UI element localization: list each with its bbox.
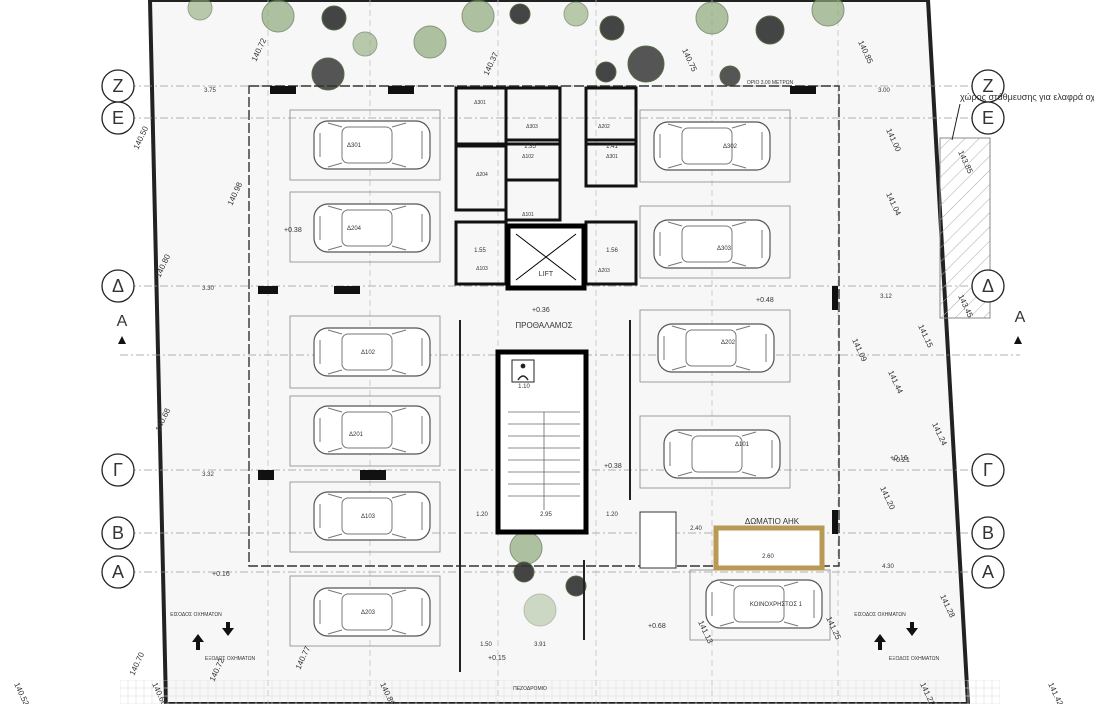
accessible-sign	[511, 359, 535, 383]
grid-label-b-left: Β	[112, 523, 124, 543]
grid-label-z-right: Ζ	[983, 76, 994, 96]
dimension-label: 1.55	[474, 248, 486, 254]
section-mark-right: Α	[1015, 309, 1026, 326]
trees	[187, 0, 845, 627]
columns	[258, 86, 838, 534]
storage-label: Δ301	[606, 154, 618, 160]
dimension-label: 4.30	[882, 564, 894, 570]
grid-label-delta-right: Δ	[982, 276, 994, 296]
stair-core	[495, 349, 589, 535]
dimension-label: 3.12	[880, 294, 892, 300]
dimension-label: 1.20	[476, 512, 488, 518]
grid-label-b-right: Β	[982, 523, 994, 543]
grid-label-z-left: Ζ	[113, 76, 124, 96]
level-label: +0.38	[604, 463, 622, 470]
dimension-label: 3.00	[878, 88, 890, 94]
section-mark-left: Α	[117, 313, 128, 330]
storage-label: Δ103	[476, 266, 488, 272]
parking-label: ΚΟΙΝΟΧΡΗΣΤΟΣ 1	[750, 602, 803, 608]
storage-label: Δ102	[522, 154, 534, 160]
parking-label: Δ101	[735, 442, 750, 448]
parking-label: Δ103	[361, 514, 376, 520]
building-outline	[248, 85, 840, 567]
entrance-label: ΕΙΣΟΔΟΣ ΟΧΗΜΑΤΩΝ	[854, 612, 906, 618]
pavement-label: ΠΕΖΟΔΡΟΜΙΟ	[513, 686, 547, 692]
corridor-walls	[459, 320, 631, 672]
boundary-label: ΟΡΙΟ 3.00 ΜΕΤΡΩΝ	[747, 80, 794, 86]
dimension-label: 2.60	[762, 554, 774, 560]
parking-note: χώρος στάθμευσης για ελαφρά οχήματα	[960, 92, 1094, 102]
room-label-lift: LIFT	[539, 271, 554, 278]
level-label: +0.15	[488, 655, 506, 662]
level-label: +0.38	[284, 227, 302, 234]
dimension-label: 1.35	[524, 144, 536, 150]
entrance-label: ΕΞΟΔΟΣ ΟΧΗΜΑΤΩΝ	[889, 656, 940, 662]
elevation-label: 140.50	[132, 124, 151, 150]
dimension-label: 2.95	[540, 512, 552, 518]
entrance-label: ΕΙΣΟΔΟΣ ΟΧΗΜΑΤΩΝ	[170, 612, 222, 618]
level-label: +0.48	[756, 297, 774, 304]
pavement	[120, 680, 1000, 704]
parking-label: Δ202	[721, 340, 736, 346]
level-label: +0.36	[532, 307, 550, 314]
level-label: +0.21	[892, 457, 910, 464]
dimension-label: 3.75	[204, 88, 216, 94]
dimension-label: 1.20	[606, 512, 618, 518]
grid-label-e-left: Ε	[112, 108, 124, 128]
dimension-label: 1.10	[518, 384, 530, 390]
storage-label: Δ203	[598, 268, 610, 274]
storage-label: Δ202	[598, 124, 610, 130]
dimension-label: 3.32	[202, 472, 214, 478]
dimension-label: 3.91	[534, 642, 546, 648]
elevation-label: 140.70	[128, 650, 147, 676]
stairs	[508, 411, 580, 510]
storage-label: Δ101	[522, 212, 534, 218]
grid-label-delta-left: Δ	[112, 276, 124, 296]
parking-label: Δ302	[723, 144, 738, 150]
storage-label: Δ301	[474, 100, 486, 106]
grid-label-gamma-right: Γ	[983, 460, 993, 480]
room-label-dwmatio-ahk: ΔΩΜΑΤΙΟ ΑΗΚ	[745, 517, 800, 526]
grid-bubbles	[101, 69, 1005, 589]
storage-label: Δ204	[476, 172, 488, 178]
parking-label: Δ301	[347, 143, 362, 149]
parking-label: Δ201	[349, 432, 364, 438]
dimension-label: 2.40	[690, 526, 702, 532]
parking-label: Δ303	[717, 246, 732, 252]
dimension-label: 3.30	[202, 286, 214, 292]
entry-arrows	[192, 622, 918, 650]
entrance-label: ΕΞΟΔΟΣ ΟΧΗΜΑΤΩΝ	[205, 656, 256, 662]
elevation-label: 141.42	[1046, 681, 1065, 704]
dimension-label: 1.41	[606, 144, 618, 150]
level-label: +0.16	[890, 455, 908, 462]
dimension-label: 1.56	[606, 248, 618, 254]
storage-label: Δ303	[526, 124, 538, 130]
room-label-prothalamos: ΠΡΟΘΑΛΑΜΟΣ	[515, 321, 572, 330]
parking-label: Δ204	[347, 226, 362, 232]
parking-label: Δ102	[361, 350, 376, 356]
grid-label-gamma-left: Γ	[113, 460, 123, 480]
grid-label-a-right: Α	[982, 562, 994, 582]
parking-label: Δ203	[361, 610, 376, 616]
electricity-room	[713, 525, 825, 571]
parking-bays-left	[289, 109, 441, 647]
grid-label-a-left: Α	[112, 562, 124, 582]
dimension-label: 1.50	[480, 642, 492, 648]
level-label: +0.68	[648, 623, 666, 630]
grid-label-e-right: Ε	[982, 108, 994, 128]
elevation-label: 140.52	[12, 681, 31, 704]
level-label: +0.16	[212, 571, 230, 578]
meter-box	[639, 511, 677, 569]
